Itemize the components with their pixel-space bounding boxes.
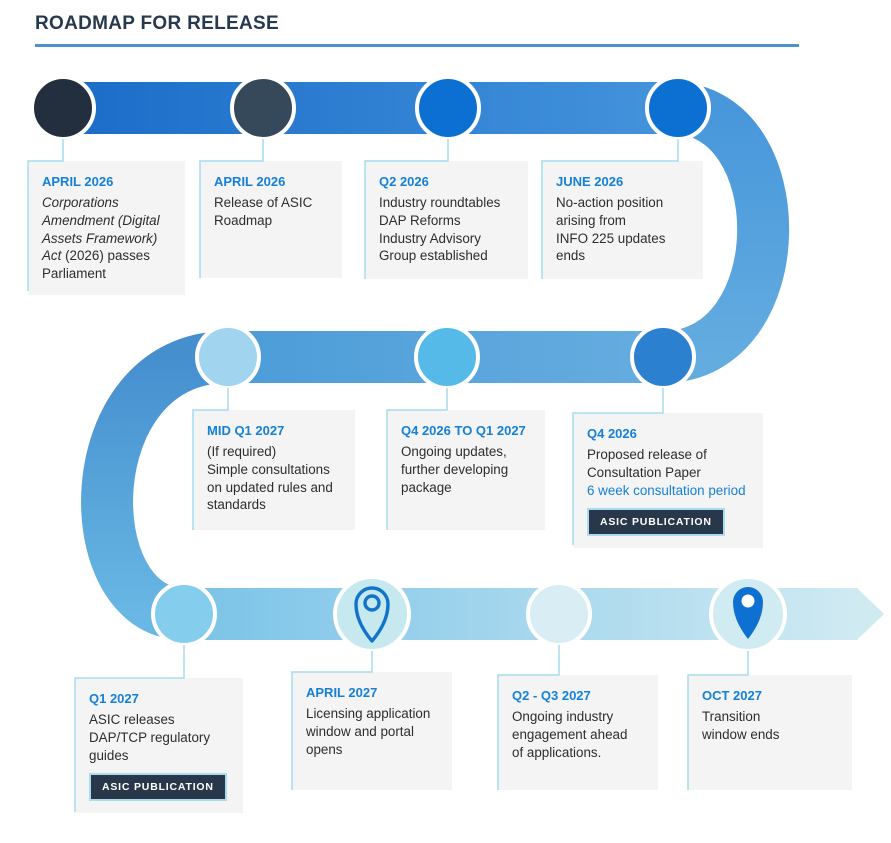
milestone-card: APRIL 2026 Release of ASIC Roadmap [200,161,342,278]
milestone-card: JUNE 2026 No-action position arising fro… [542,161,703,279]
asic-publication-badge: ASIC PUBLICATION [89,773,227,802]
timeline-node-2 [230,75,296,141]
milestone-date: Q4 2026 TO Q1 2027 [401,423,526,438]
milestone-description: Licensing application window and portal … [306,706,431,757]
milestone-description: Ongoing industry engagement ahead of app… [512,709,628,760]
timeline-node-5 [195,324,261,390]
milestone-date: Q2 - Q3 2027 [512,688,591,703]
milestone-date: Q4 2026 [587,426,637,441]
milestone-description: (If required) Simple consultations on up… [207,444,333,513]
asic-publication-badge: ASIC PUBLICATION [587,508,725,537]
timeline-node-6 [414,324,480,390]
timeline-node-11 [709,575,787,653]
milestone-description: Industry roundtables DAP Reforms Industr… [379,195,501,264]
milestone-description: Corporations Amendment (Digital Assets F… [42,194,173,283]
milestone-description: No-action position arising from INFO 225… [556,195,666,264]
milestone-description: Release of ASIC Roadmap [214,195,313,228]
milestone-card: Q1 2027 ASIC releases DAP/TCP regulatory… [75,678,243,814]
location-pin-filled-icon [733,587,763,639]
milestone-date: APRIL 2027 [306,685,378,700]
milestone-description: Transition window ends [702,709,780,742]
timeline-node-8 [151,581,217,647]
timeline-node-1 [30,75,96,141]
timeline-node-10 [526,581,592,647]
consultation-period-note: 6 week consultation period [587,482,746,498]
timeline-arrow-end-icon [857,588,884,640]
milestone-date: Q2 2026 [379,174,429,189]
milestone-card: Q4 2026 Proposed release of Consultation… [573,413,763,549]
timeline-node-7 [630,324,696,390]
milestone-date: JUNE 2026 [556,174,624,189]
location-pin-outline-icon [354,586,390,643]
timeline-node-3 [415,75,481,141]
milestone-card: MID Q1 2027 (If required) Simple consult… [193,410,355,530]
milestone-date: APRIL 2026 [42,174,114,189]
page-title: ROADMAP FOR RELEASE [35,13,279,34]
milestone-date: APRIL 2026 [214,174,286,189]
milestone-description: ASIC releases DAP/TCP regulatory guides [89,712,211,763]
milestone-card: Q2 2026 Industry roundtables DAP Reforms… [365,161,528,279]
milestone-card: Q2 - Q3 2027 Ongoing industry engagement… [498,675,658,790]
milestone-card: Q4 2026 TO Q1 2027 Ongoing updates, furt… [387,410,545,530]
milestone-date: Q1 2027 [89,691,139,706]
milestone-card: APRIL 2026 Corporations Amendment (Digit… [28,161,185,296]
title-underline [35,44,799,47]
milestone-date: MID Q1 2027 [207,423,285,438]
milestone-description: Ongoing updates, further developing pack… [401,444,509,495]
timeline-node-4 [645,75,711,141]
milestone-card: APRIL 2027 Licensing application window … [292,672,452,790]
milestone-card: OCT 2027 Transition window ends [688,675,852,790]
milestone-description: Proposed release of Consultation Paper [587,447,707,480]
timeline-node-9 [333,575,411,653]
milestone-date: OCT 2027 [702,688,762,703]
